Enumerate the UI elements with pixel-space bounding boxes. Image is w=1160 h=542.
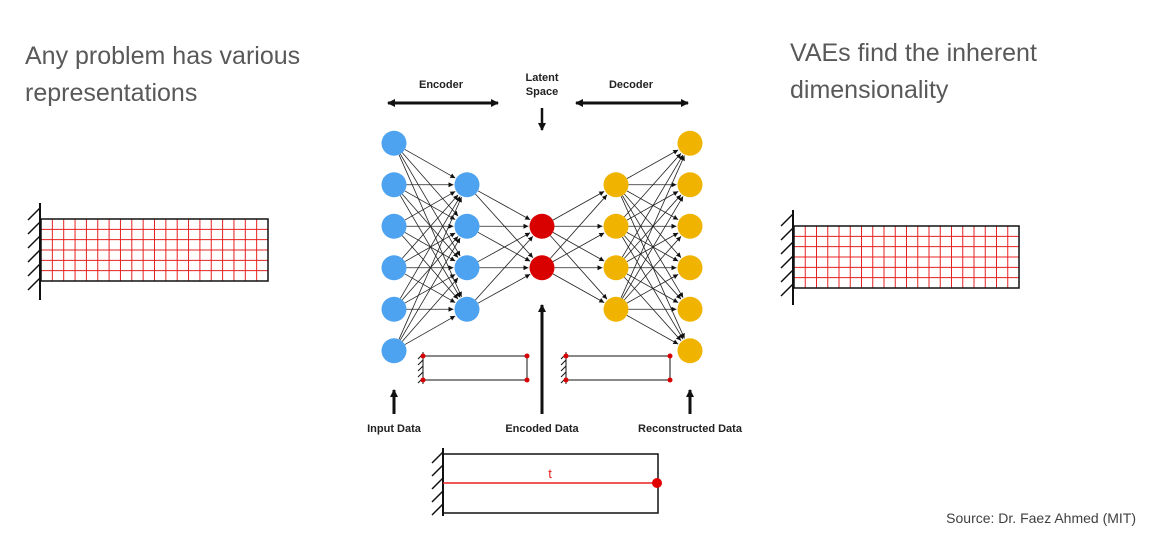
encoded-data-label: Encoded Data xyxy=(505,423,579,435)
parameter-beam: t xyxy=(431,448,662,516)
input-node-1 xyxy=(381,130,407,156)
network-edge xyxy=(626,273,679,303)
parameter-beam-node xyxy=(652,478,662,488)
network-edge xyxy=(399,196,461,299)
latent-label-line1: Latent xyxy=(526,72,559,84)
network-edge xyxy=(550,194,608,259)
network-edge xyxy=(404,232,456,262)
output-node-6 xyxy=(677,338,703,364)
network-edge xyxy=(477,231,531,262)
left-beam-hatch xyxy=(27,207,41,291)
encoder-hidden-node-4 xyxy=(454,296,480,322)
input-node-6 xyxy=(381,338,407,364)
decoder-hidden-node-1 xyxy=(603,172,629,198)
network-edge xyxy=(404,190,456,220)
thickness-label: t xyxy=(548,466,552,481)
output-beam-sketch xyxy=(560,352,673,384)
network-edge xyxy=(622,196,684,299)
right-beam-hatch xyxy=(780,213,794,297)
decoder-label: Decoder xyxy=(609,79,654,91)
output-node-5 xyxy=(677,296,703,322)
encoder-hidden-node-3 xyxy=(454,255,480,281)
decoder-hidden-node-3 xyxy=(603,255,629,281)
input-node-3 xyxy=(381,213,407,239)
network-edge xyxy=(622,154,684,258)
decoder-hidden-node-2 xyxy=(603,213,629,239)
network-edge xyxy=(401,277,459,342)
network-edge xyxy=(624,153,682,218)
decoder-hidden-node-4 xyxy=(603,296,629,322)
left-mesh-grid xyxy=(40,218,269,282)
encoder-hidden-node-2 xyxy=(454,213,480,239)
network-edge xyxy=(552,273,605,303)
encoder-hidden-node-1 xyxy=(454,172,480,198)
network-edge xyxy=(477,232,531,263)
left-mesh-outline xyxy=(40,218,269,282)
output-node-2 xyxy=(677,172,703,198)
right-mesh-beam xyxy=(780,210,1020,305)
network-edge xyxy=(552,232,605,262)
network-edge xyxy=(404,315,456,345)
network-edges xyxy=(398,149,685,345)
network-edge xyxy=(624,236,682,301)
latent-node-2 xyxy=(529,255,555,281)
input-node-5 xyxy=(381,296,407,322)
latent-node-1 xyxy=(529,213,555,239)
network-edge xyxy=(404,191,456,221)
input-node-4 xyxy=(381,255,407,281)
network-edge xyxy=(626,315,679,345)
source-credit: Source: Dr. Faez Ahmed (MIT) xyxy=(946,510,1136,526)
output-node-1 xyxy=(677,130,703,156)
network-edge xyxy=(626,232,679,262)
output-node-4 xyxy=(677,255,703,281)
left-mesh-beam xyxy=(27,203,269,300)
input-beam-sketch xyxy=(417,352,530,384)
input-data-label: Input Data xyxy=(367,423,422,435)
network-edge xyxy=(401,194,459,259)
input-node-2 xyxy=(381,172,407,198)
network-edge xyxy=(477,190,531,221)
network-edge xyxy=(398,196,462,340)
right-mesh-outline xyxy=(793,225,1020,289)
network-edge xyxy=(477,273,531,304)
latent-label-line2: Space xyxy=(526,86,558,98)
right-mesh-grid xyxy=(793,225,1020,289)
network-edge xyxy=(404,149,456,179)
network-edge xyxy=(404,273,456,303)
network-edge xyxy=(626,149,679,179)
network-edge xyxy=(626,190,679,220)
network-edge xyxy=(475,235,534,301)
network-nodes xyxy=(381,130,703,364)
network-edge xyxy=(552,191,605,221)
encoder-label: Encoder xyxy=(419,79,464,91)
network-edge xyxy=(552,232,605,262)
left-heading: Any problem has various representations xyxy=(25,42,301,107)
right-heading: VAEs find the inherent dimensionality xyxy=(790,39,1037,104)
reconstructed-data-label: Reconstructed Data xyxy=(638,423,743,435)
network-edge xyxy=(399,237,461,341)
output-node-3 xyxy=(677,213,703,239)
network-edge xyxy=(626,274,679,304)
network-edge xyxy=(620,155,685,298)
parameter-beam-hatch xyxy=(431,451,444,516)
